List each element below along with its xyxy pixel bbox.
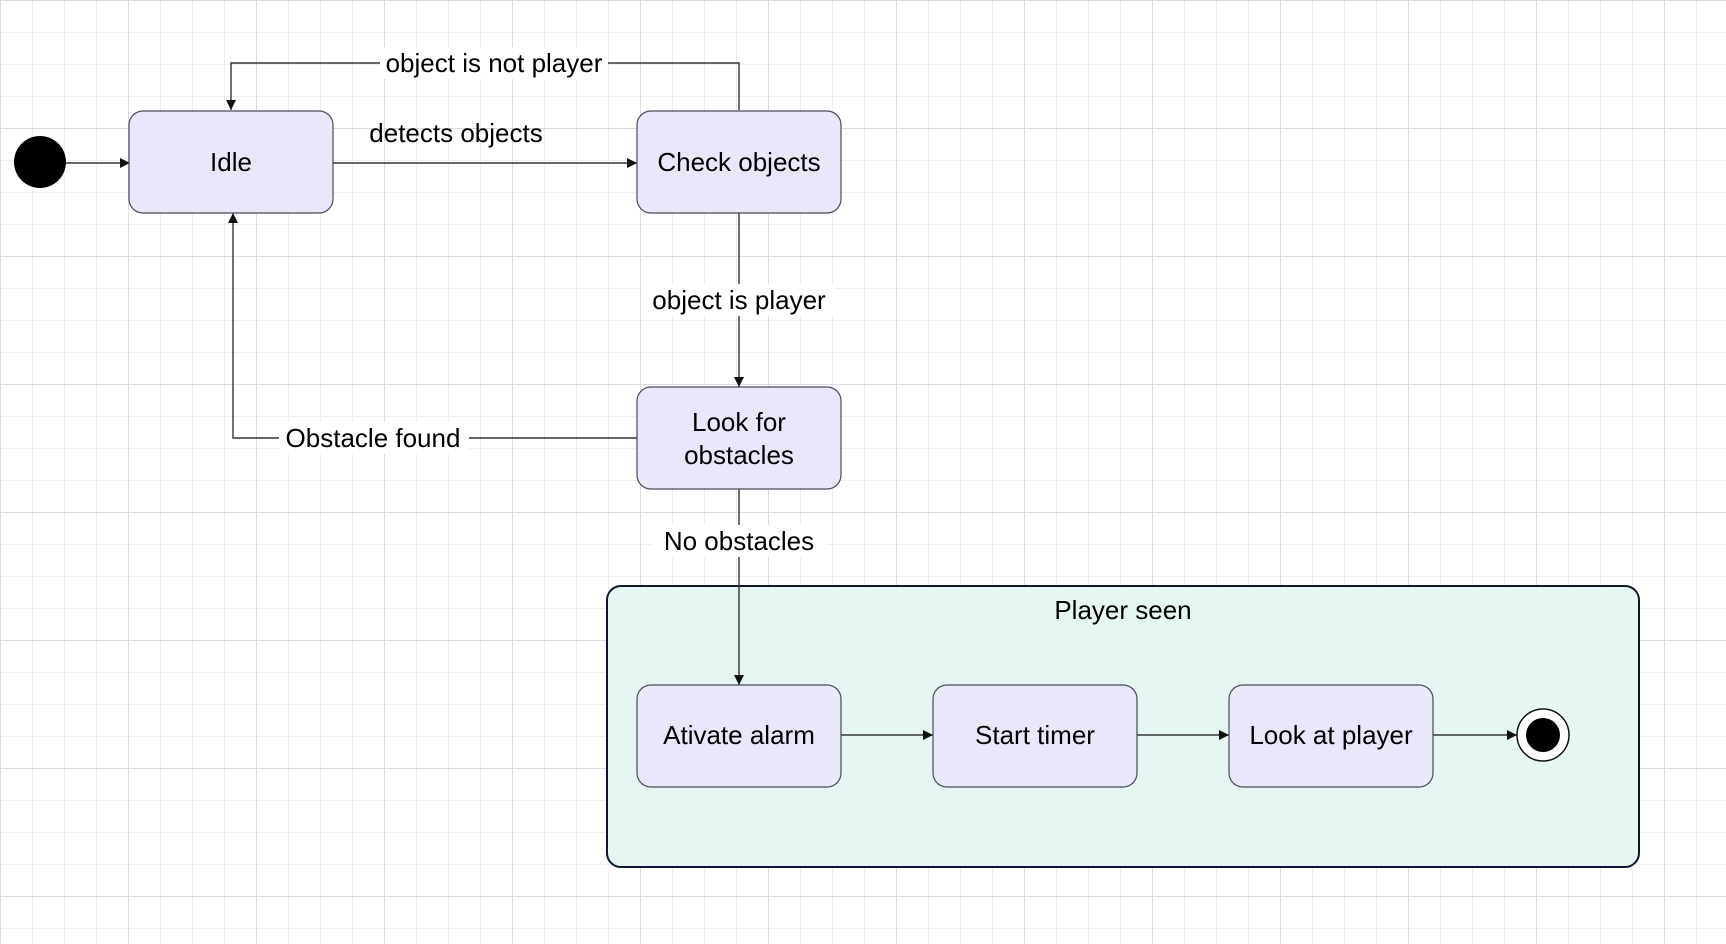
state-label-activate-alarm: Ativate alarm xyxy=(663,720,815,750)
state-start-timer[interactable]: Start timer xyxy=(932,684,1138,788)
state-activate-alarm[interactable]: Ativate alarm xyxy=(636,684,842,788)
edge-label-background xyxy=(279,422,469,454)
state-look-for-obstacles[interactable]: Look for obstacles xyxy=(636,386,842,490)
state-idle[interactable]: Idle xyxy=(128,110,334,214)
edge-label-detects-objects: detects objects xyxy=(369,118,542,148)
edge-label-obstacle-found: Obstacle found xyxy=(286,423,461,453)
state-label-idle: Idle xyxy=(210,147,252,177)
state-label-look-for-obstacles-line1: Look for xyxy=(692,407,786,437)
edge-label-object-is-player: object is player xyxy=(652,285,826,315)
composite-state-title: Player seen xyxy=(1054,595,1191,625)
state-label-look-at-player: Look at player xyxy=(1249,720,1413,750)
final-state-node[interactable] xyxy=(1516,708,1570,762)
edge-label-background xyxy=(643,284,835,316)
edge-label-no-obstacles: No obstacles xyxy=(664,526,814,556)
state-label-check-objects: Check objects xyxy=(657,147,820,177)
state-check-objects[interactable]: Check objects xyxy=(636,110,842,214)
state-label-start-timer: Start timer xyxy=(975,720,1095,750)
edge-label-object-is-not-player: object is not player xyxy=(386,48,603,78)
edge-look-for-obstacles-to-idle[interactable] xyxy=(228,213,637,439)
state-look-at-player[interactable]: Look at player xyxy=(1228,684,1434,788)
edge-label-background xyxy=(380,47,608,79)
state-label-look-for-obstacles-line2: obstacles xyxy=(684,440,794,470)
initial-state-node[interactable] xyxy=(14,136,66,188)
edge-label-background xyxy=(652,525,826,557)
